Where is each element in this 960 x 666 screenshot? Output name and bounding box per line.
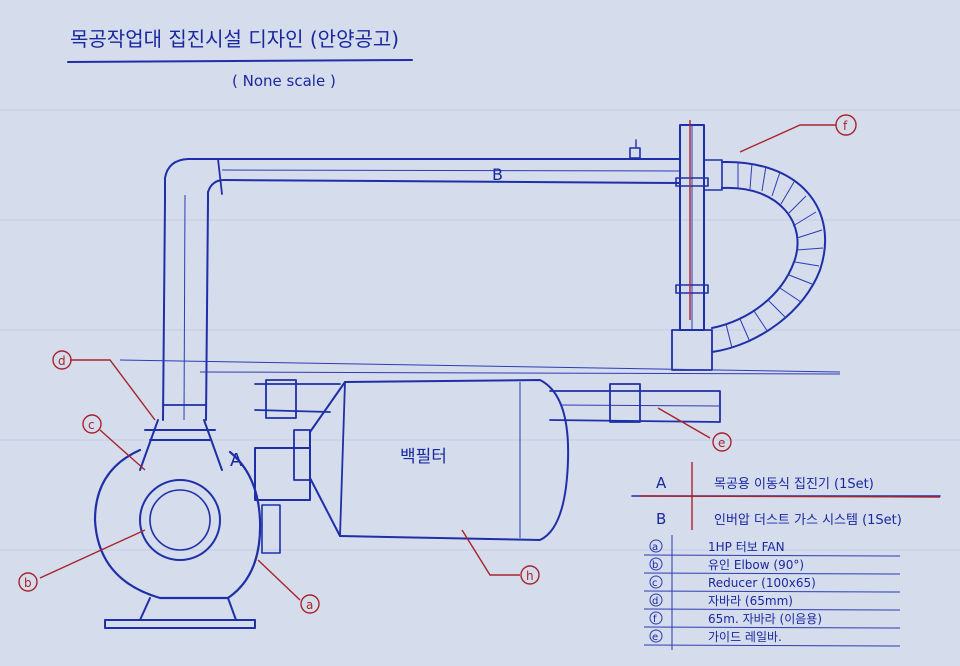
svg-text:f: f: [653, 614, 657, 625]
svg-text:e: e: [652, 632, 658, 643]
part-row-c: c Reducer (100x65): [649, 575, 816, 590]
parts-list: a 1HP 터보 FAN b 유인 Elbow (90°) c Reducer …: [643, 535, 901, 650]
scale-note: ( None scale ): [232, 72, 336, 90]
pipe-b: [164, 139, 681, 201]
svg-text:c: c: [652, 578, 658, 589]
part-row-a: a 1HP 터보 FAN: [649, 539, 785, 554]
pipe-b-label: B: [492, 165, 503, 184]
svg-text:B: B: [656, 510, 666, 528]
svg-text:d: d: [58, 354, 66, 368]
svg-text:인버압 더스트 가스 시스템 (1Set): 인버압 더스트 가스 시스템 (1Set): [714, 513, 902, 528]
vertical-duct-right: [671, 124, 723, 371]
callout-b: b: [18, 572, 38, 592]
svg-text:1HP 터보 FAN: 1HP 터보 FAN: [708, 540, 785, 554]
drawing-title: 목공작업대 집진시설 디자인 (안양공고): [70, 27, 399, 51]
legend-table: A 목공용 이동식 집진기 (1Set) B 인버압 더스트 가스 시스템 (1…: [631, 462, 941, 530]
callout-h: h: [520, 565, 540, 585]
svg-text:65m. 자바라 (이음용): 65m. 자바라 (이음용): [708, 612, 822, 626]
svg-text:b: b: [24, 576, 32, 590]
svg-text:a: a: [652, 542, 658, 553]
guide-rail: [119, 359, 841, 423]
svg-text:유인 Elbow (90°): 유인 Elbow (90°): [708, 558, 804, 572]
callout-d: d: [52, 350, 72, 370]
bag-filter-label: 백필터: [400, 447, 447, 467]
svg-text:b: b: [652, 560, 658, 571]
callout-f: f: [835, 114, 857, 136]
riser-pipe: [162, 194, 209, 421]
title-underline: [67, 59, 413, 63]
legend-row-b: B 인버압 더스트 가스 시스템 (1Set): [656, 510, 902, 528]
part-row-f: f 65m. 자바라 (이음용): [649, 611, 822, 626]
svg-text:h: h: [526, 569, 534, 583]
callout-c: c: [82, 414, 102, 434]
svg-text:e: e: [718, 436, 725, 450]
part-row-d: d 자바라 (65mm): [649, 593, 793, 608]
callout-leaders: [39, 124, 836, 601]
svg-text:a: a: [306, 598, 313, 612]
svg-text:c: c: [88, 418, 95, 432]
svg-text:목공용 이동식 집진기 (1Set): 목공용 이동식 집진기 (1Set): [714, 477, 874, 492]
svg-text:가이드 레일바.: 가이드 레일바.: [708, 630, 782, 644]
svg-text:d: d: [652, 596, 658, 607]
svg-text:Reducer (100x65): Reducer (100x65): [708, 576, 816, 590]
svg-text:자바라 (65mm): 자바라 (65mm): [708, 594, 793, 608]
turbo-fan: [93, 419, 311, 629]
part-row-e: e 가이드 레일바.: [649, 629, 782, 644]
part-row-b: b 유인 Elbow (90°): [649, 557, 804, 572]
svg-text:A: A: [656, 474, 667, 492]
flex-hose: [711, 160, 826, 353]
callout-e: e: [712, 432, 732, 452]
callout-a: a: [300, 594, 320, 614]
legend-row-a: A 목공용 이동식 집진기 (1Set): [656, 474, 874, 492]
svg-text:f: f: [843, 119, 848, 133]
